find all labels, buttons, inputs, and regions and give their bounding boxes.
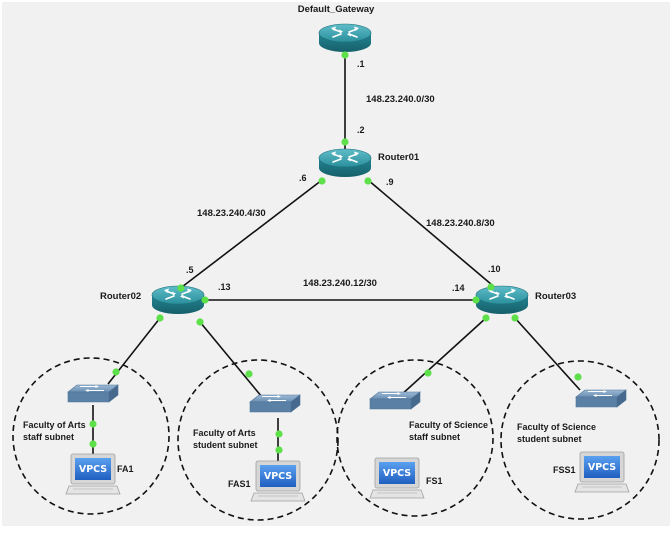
subnet-circle-fa — [12, 357, 170, 515]
subnet-label-line1: Faculty of Arts — [23, 420, 86, 430]
link-dot — [318, 177, 326, 185]
router03[interactable] — [475, 285, 529, 315]
link-dot — [89, 440, 97, 448]
subnet-label-line1: Faculty of Arts — [193, 428, 256, 438]
vpcs-label: VPCS — [79, 464, 107, 475]
link-dot — [245, 370, 253, 378]
router-icon — [475, 285, 529, 315]
pc-label-fas1: FAS1 — [228, 479, 251, 489]
subnet-label-line2: staff subnet — [409, 432, 460, 442]
link-dot — [89, 420, 97, 428]
switch-fas[interactable] — [249, 394, 301, 413]
network-label-gw-r01: 148.23.240.0/30 — [366, 94, 435, 105]
router-icon — [318, 148, 372, 178]
subnet-label-line1: Faculty of Science — [517, 422, 596, 432]
subnet-label-line2: student subnet — [517, 434, 582, 444]
link-dot — [156, 314, 164, 322]
link-router03-switch-fss — [514, 317, 581, 391]
ip-label-r02-r01: .5 — [186, 265, 194, 275]
links — [92, 50, 581, 465]
router01-label: Router01 — [378, 152, 420, 163]
link-dot — [177, 284, 185, 292]
vpcs-label: VPCS — [588, 462, 616, 473]
link-dot — [482, 314, 490, 322]
link-dot — [275, 430, 283, 438]
subnet-label-fa: Faculty of Arts staff subnet — [23, 420, 86, 442]
ip-label-r01-r02: .6 — [299, 173, 307, 183]
subnet-circles — [12, 357, 660, 521]
vpcs-label: VPCS — [264, 471, 292, 482]
switch-icon — [369, 391, 421, 410]
link-dot — [196, 318, 204, 326]
ip-label-gw: .1 — [357, 59, 365, 69]
switch-fa[interactable] — [67, 384, 119, 403]
link-dot — [574, 373, 582, 381]
pc-fs1[interactable]: VPCS — [369, 457, 425, 499]
router-icon — [318, 23, 372, 53]
network-label-r01-r03: 148.23.240.8/30 — [426, 218, 495, 229]
pc-fas1[interactable]: VPCS — [250, 460, 306, 502]
link-router03-switch-fs — [399, 317, 487, 397]
link-dot — [275, 446, 283, 454]
ip-label-r01-r03: .9 — [386, 177, 394, 187]
subnet-circle-fas — [177, 359, 339, 521]
network-label-r02-r03: 148.23.240.12/30 — [303, 278, 377, 289]
subnet-label-line2: staff subnet — [23, 432, 74, 442]
router03-label: Router03 — [535, 291, 576, 302]
link-dot — [112, 368, 120, 376]
switch-icon — [249, 394, 301, 413]
pc-label-fs1: FS1 — [426, 476, 443, 486]
ip-label-r02-r03: .13 — [218, 282, 231, 292]
switch-fss[interactable] — [575, 389, 627, 408]
ip-label-r01-gw: .2 — [357, 125, 365, 135]
link-router01-router03 — [367, 179, 499, 291]
default-gateway-router[interactable] — [318, 23, 372, 53]
vpcs-label: VPCS — [383, 468, 411, 479]
ip-label-r03-r02: .14 — [452, 283, 465, 293]
subnet-label-fas: Faculty of Arts student subnet — [193, 428, 258, 450]
link-dot — [424, 369, 432, 377]
subnet-label-fss: Faculty of Science student subnet — [517, 422, 596, 444]
link-dot — [472, 296, 480, 304]
canvas-background — [2, 2, 670, 526]
pc-label-fa1: FA1 — [117, 464, 134, 474]
network-label-r01-r02: 148.23.240.4/30 — [197, 208, 266, 219]
pc-label-fss1: FSS1 — [553, 465, 576, 475]
subnet-circle-fs — [336, 359, 494, 517]
link-dot — [341, 51, 349, 59]
link-router01-router02 — [177, 179, 323, 291]
pc-fa1[interactable]: VPCS — [65, 453, 121, 495]
router-icon — [151, 285, 205, 315]
link-dot — [364, 177, 372, 185]
subnet-circle-fss — [500, 360, 660, 520]
link-dot — [487, 283, 495, 291]
link-status-dots — [89, 51, 582, 454]
ip-label-r03-r01: .10 — [488, 264, 501, 274]
switch-icon — [67, 384, 119, 403]
router01[interactable] — [318, 148, 372, 178]
subnet-label-line2: student subnet — [193, 440, 258, 450]
subnet-label-fs: Faculty of Science staff subnet — [409, 420, 488, 442]
router02[interactable] — [151, 285, 205, 315]
pc-fss1[interactable]: VPCS — [574, 451, 630, 493]
subnet-label-line1: Faculty of Science — [409, 420, 488, 430]
switch-icon — [575, 389, 627, 408]
link-dot — [511, 314, 519, 322]
default-gateway-label: Default_Gateway — [298, 4, 375, 15]
router02-label: Router02 — [100, 291, 141, 302]
switch-fs[interactable] — [369, 391, 421, 410]
link-router02-switch-fas — [199, 321, 263, 398]
link-dot — [201, 296, 209, 304]
link-dot — [341, 138, 349, 146]
